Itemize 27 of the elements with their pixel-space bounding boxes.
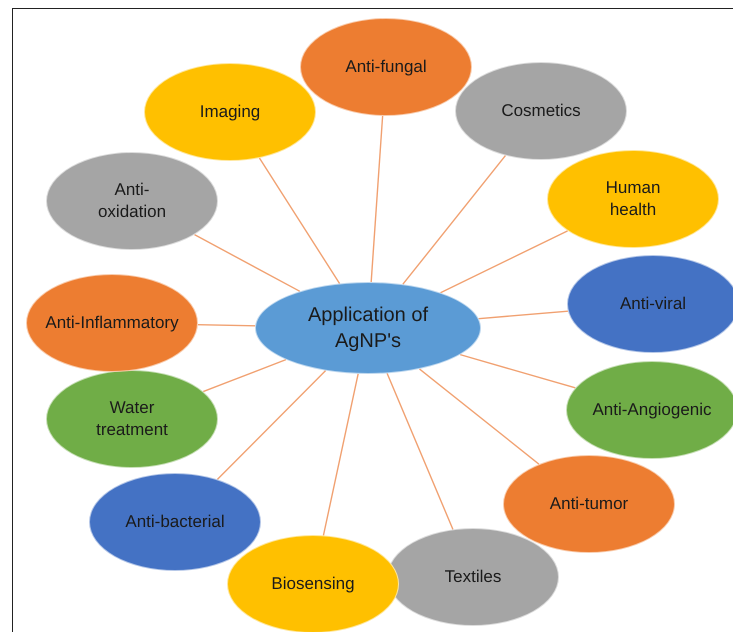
connector-line: [322, 374, 359, 536]
node-label: Anti-oxidation: [96, 178, 168, 223]
node-label: Application of AgNP's: [306, 303, 430, 354]
node-label: Water treatment: [95, 396, 169, 441]
connector-line: [386, 373, 454, 530]
connector-line: [402, 155, 506, 285]
connector-line: [419, 368, 540, 465]
node-label: Anti-Angiogenic: [592, 398, 712, 421]
node-label: Biosensing: [271, 572, 355, 595]
connector-line: [440, 230, 568, 294]
connector-line: [478, 310, 568, 320]
connector-line: [198, 324, 256, 326]
node-label: Anti-tumor: [550, 492, 628, 515]
node-label: Textiles: [444, 566, 502, 588]
connector-line: [216, 370, 326, 480]
node-label: Anti-Inflammatory: [45, 312, 179, 334]
connector-line: [202, 358, 286, 392]
connector-line: [194, 234, 300, 292]
node-label: Cosmetics: [501, 100, 581, 122]
node-label: Anti-bacterial: [125, 510, 225, 533]
node-label: Anti-fungal: [345, 56, 427, 78]
connector-line: [258, 158, 340, 284]
connector-line: [370, 116, 384, 282]
node-label: Imaging: [200, 100, 260, 123]
connector-line: [460, 354, 576, 389]
node-label: Human health: [604, 176, 662, 221]
node-label: Anti-viral: [620, 292, 686, 315]
